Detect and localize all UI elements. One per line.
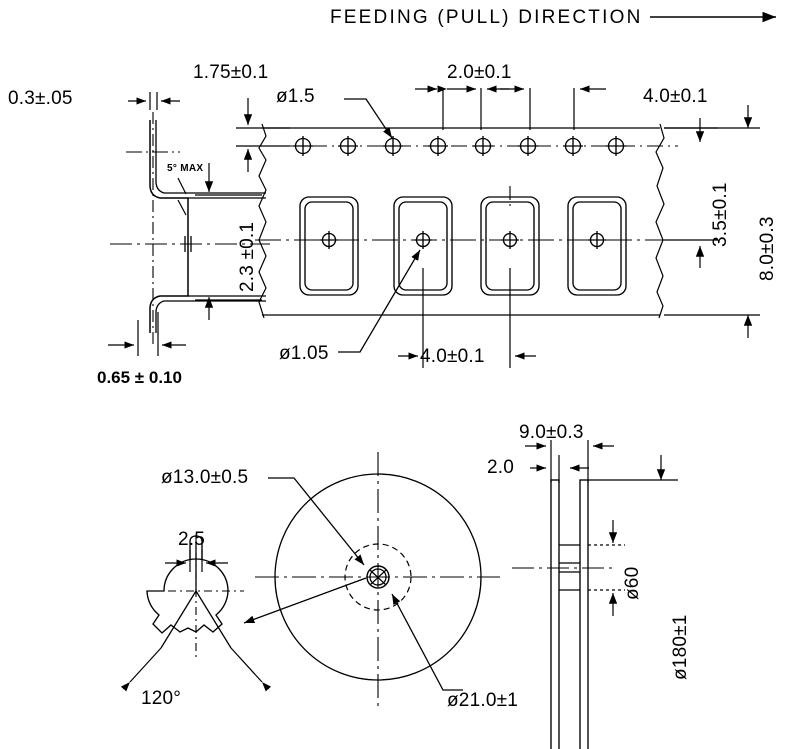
hub-detail-leader <box>243 577 367 624</box>
dim-label-sprocket-to-pocket: 3.5±0.1 <box>710 182 731 247</box>
dim-label-hub-flange-dia: ø13.0±0.5 <box>161 467 249 488</box>
dim-label-reel-outer-dia: ø180±1 <box>670 614 691 680</box>
dim-label-pocket-pitch-top: 4.0±0.1 <box>643 86 708 107</box>
dim-tape-slot-width <box>525 440 614 483</box>
reel-side-view <box>550 479 589 749</box>
dim-label-hub-core-dia: ø60 <box>622 566 643 600</box>
dim-pocket-pitch-bottom <box>398 268 536 368</box>
sprocket-holes <box>293 136 626 156</box>
carrier-tape-body <box>258 123 665 319</box>
dim-label-lead-width: 0.65 ± 0.10 <box>97 368 182 387</box>
dim-label-flange-thickness: 2.0 <box>487 457 515 478</box>
dim-label-tape-slot-width: 9.0±0.3 <box>519 422 584 443</box>
dim-label-sprocket-pitch: 2.0±0.1 <box>447 62 512 83</box>
dim-component-height <box>195 163 262 320</box>
dim-tape-width <box>664 105 760 338</box>
dim-label-component-height: 2.3 ±0.1 <box>237 221 258 292</box>
dim-hub-slot-width <box>165 550 228 572</box>
dim-label-sprocket-edge-distance: 1.75±0.1 <box>193 62 269 83</box>
dim-label-tape-width: 8.0±0.3 <box>757 216 778 281</box>
hub-flange-dia-leader <box>268 477 365 566</box>
dim-label-hub-slot-width: 2.5 <box>178 529 206 550</box>
dim-label-arbor-hole-dia: ø21.0±1 <box>447 690 518 711</box>
component-cross-section <box>149 120 266 333</box>
reel-hub-cross <box>369 569 387 586</box>
dim-lead-width <box>108 312 186 356</box>
dim-label-hub-slot-angle: 120° <box>141 688 182 709</box>
feeding-direction-title: FEEDING (PULL) DIRECTION <box>330 7 643 28</box>
dim-lead-thickness <box>128 92 180 110</box>
dim-reel-outer-dia <box>588 455 678 481</box>
lead-angle-leader <box>177 177 187 216</box>
pocket-hole-dia-leader <box>338 249 421 353</box>
reel-front-centerlines <box>255 452 500 706</box>
dim-sprocket-edge-distance <box>236 98 290 172</box>
hub-detail-centerlines <box>150 535 244 660</box>
dim-label-pocket-hole-dia: ø1.05 <box>279 343 329 364</box>
dim-label-lead-thickness: 0.3±.05 <box>8 88 73 109</box>
dim-sprocket-pitch <box>415 85 509 130</box>
dim-hub-slot-angle <box>120 647 272 692</box>
arbor-hole-dia-leader <box>391 593 463 691</box>
reel-hub-detail <box>146 535 232 649</box>
dim-pocket-pitch-top <box>500 85 606 130</box>
sprocket-dia-leader <box>344 98 393 139</box>
dim-hub-core-dia <box>588 520 625 616</box>
dim-flange-thickness <box>530 455 589 483</box>
dim-label-lead-angle: 5° MAX <box>167 163 204 174</box>
dim-label-pocket-pitch-bottom: 4.0±0.1 <box>420 346 485 367</box>
component-pockets <box>299 196 627 296</box>
dim-label-sprocket-hole-dia: ø1.5 <box>276 86 315 107</box>
